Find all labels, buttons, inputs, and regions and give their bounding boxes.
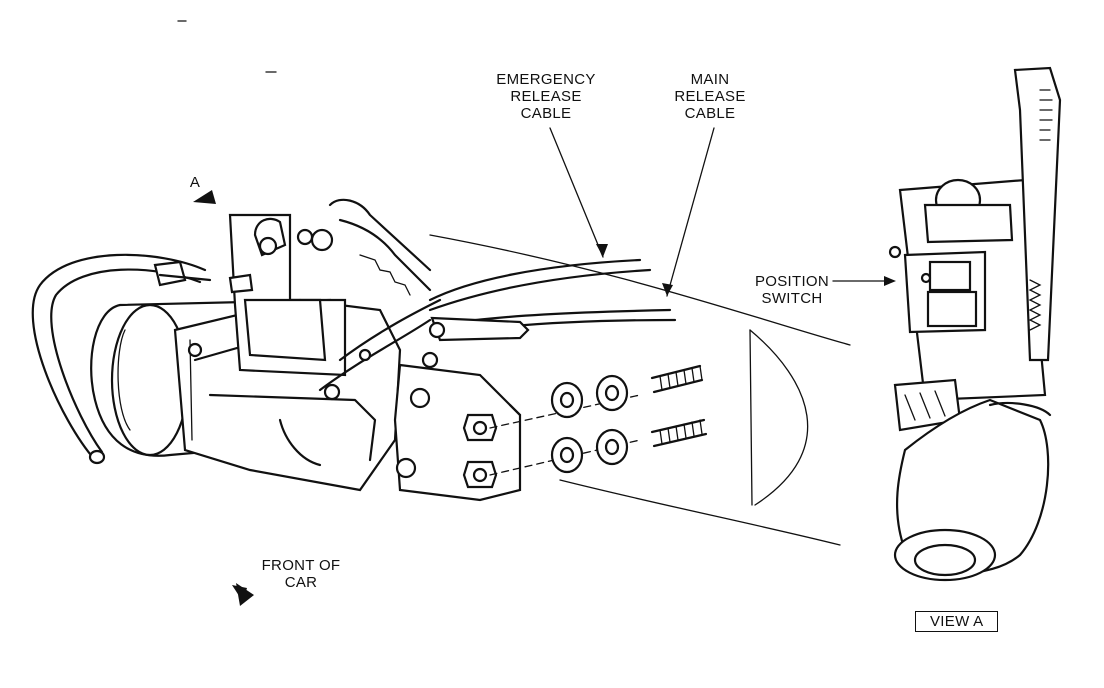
view-direction-arrow-icon: [193, 190, 216, 204]
leader-lines: [549, 127, 896, 297]
view-a-detail: [888, 66, 1062, 582]
front-of-car-label: FRONT OF CAR: [248, 557, 354, 591]
label-line: SWITCH: [761, 290, 823, 307]
label-line: RELEASE: [510, 88, 582, 105]
view-marker-label: A: [189, 174, 201, 191]
label-line: CABLE: [520, 105, 572, 122]
label-line: FRONT OF: [261, 557, 341, 574]
label-line: EMERGENCY: [496, 71, 596, 88]
label-line: POSITION: [754, 273, 830, 290]
release-cables: [428, 258, 677, 342]
label-line: MAIN: [690, 71, 730, 88]
main-actuator-assembly: [31, 198, 522, 502]
view-a-caption: VIEW A: [915, 611, 999, 632]
label-line: CAR: [284, 574, 318, 591]
label-line: CABLE: [684, 105, 736, 122]
exploded-hardware: [489, 364, 708, 476]
position-switch-label: POSITION SWITCH: [742, 273, 842, 307]
projection-lines: [429, 234, 851, 546]
front-direction-arrow-icon: [232, 583, 254, 606]
emergency-release-cable-label: EMERGENCY RELEASE CABLE: [485, 71, 607, 122]
main-release-cable-label: MAIN RELEASE CABLE: [660, 71, 760, 122]
label-line: RELEASE: [674, 88, 746, 105]
